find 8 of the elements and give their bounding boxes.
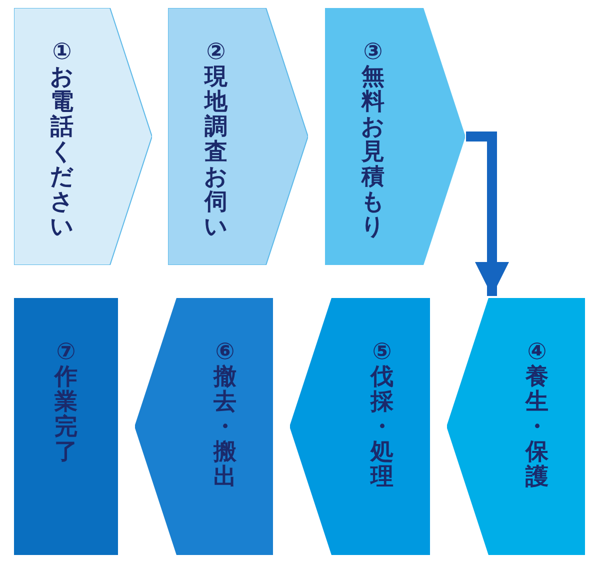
arrow [466, 132, 509, 296]
step-label: ②現地調査お伺い [203, 40, 229, 240]
step-label: ⑥撤去・搬出 [212, 340, 238, 490]
step-label: ①お電話ください [49, 40, 75, 240]
step-label: ⑦作業完了 [53, 340, 78, 465]
step-label: ⑤伐採・処理 [369, 340, 394, 490]
step-label: ④養生・保護 [524, 340, 550, 490]
step-label: ③無料お見積もり [360, 40, 386, 240]
